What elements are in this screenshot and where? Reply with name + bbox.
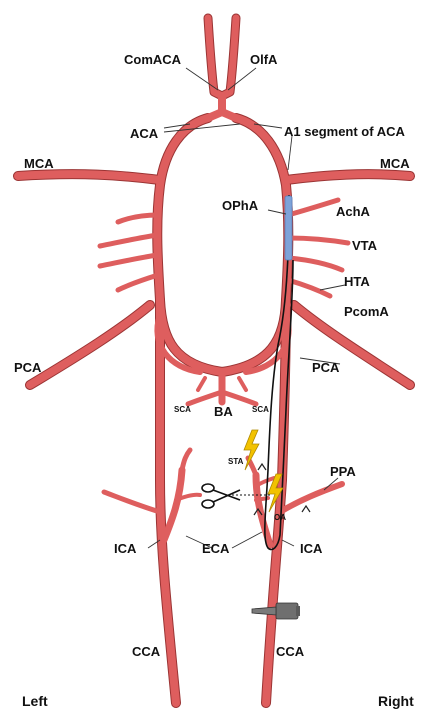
basilar-artery [188, 372, 256, 404]
label-sca-left: SCA [174, 405, 191, 414]
labels: ComACA OlfA ACA A1 segment of ACA MCA MC… [14, 52, 414, 709]
left-small-branches [100, 215, 158, 290]
scissors-icon [202, 484, 240, 508]
label-acha: AchA [336, 204, 371, 219]
occluded-segment [285, 196, 292, 260]
label-ba: BA [214, 404, 233, 419]
label-oa: OA [274, 513, 286, 522]
label-sta: STA [228, 457, 244, 466]
label-right-side: Right [378, 693, 414, 709]
label-cca-left: CCA [132, 644, 161, 659]
right-external-carotid [248, 458, 342, 545]
label-ppa: PPA [330, 464, 356, 479]
label-a1-segment: A1 segment of ACA [284, 124, 405, 139]
label-pca-left: PCA [14, 360, 42, 375]
label-ica-left: ICA [114, 541, 137, 556]
label-vta: VTA [352, 238, 378, 253]
label-pca-right: PCA [312, 360, 340, 375]
label-olfa: OlfA [250, 52, 278, 67]
left-external-carotid [104, 450, 200, 540]
label-comaca: ComACA [124, 52, 182, 67]
label-aca: ACA [130, 126, 159, 141]
label-left-side: Left [22, 693, 48, 709]
label-mca-left: MCA [24, 156, 54, 171]
label-opha: OPhA [222, 198, 259, 213]
label-eca: ECA [202, 541, 230, 556]
label-pcoma: PcomA [344, 304, 389, 319]
label-hta: HTA [344, 274, 370, 289]
label-mca-right: MCA [380, 156, 410, 171]
clamp-icon [252, 603, 300, 619]
circle-of-willis [157, 112, 288, 372]
olfactory-arteries [208, 18, 236, 112]
label-sca-right: SCA [252, 405, 269, 414]
label-cca-right: CCA [276, 644, 305, 659]
label-ica-right: ICA [300, 541, 323, 556]
